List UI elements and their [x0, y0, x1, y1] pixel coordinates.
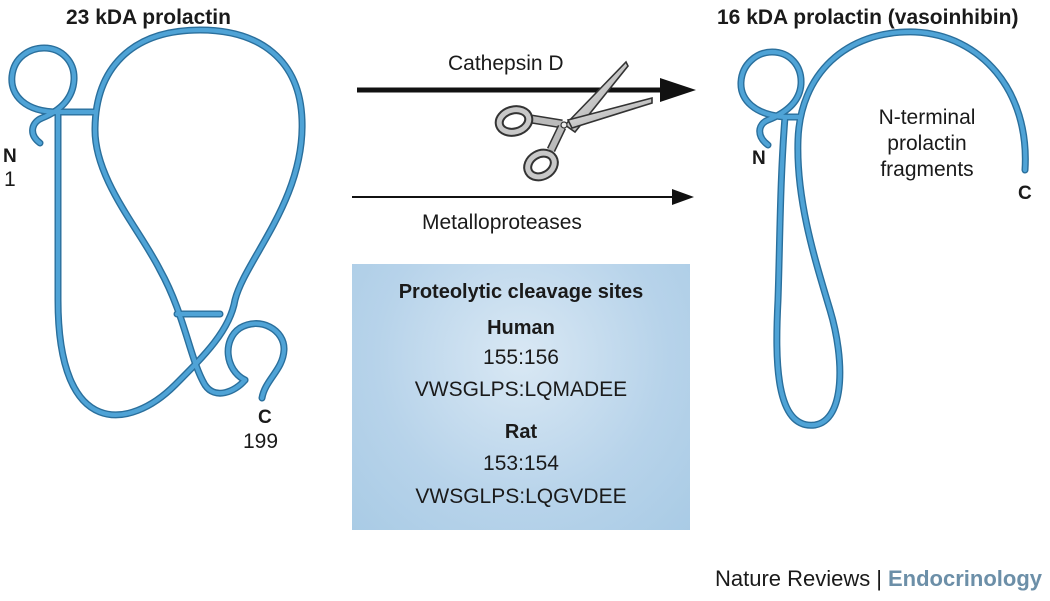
- scissors-icon: [494, 60, 653, 182]
- credit-separator: |: [876, 566, 882, 591]
- cathepsin-d-arrow: [357, 78, 696, 102]
- right-title: 16 kDA prolactin (vasoinhibin): [717, 6, 1019, 29]
- fragment-label-line-2: prolactin: [887, 132, 967, 155]
- cleavage-sites-box: Proteolytic cleavage sites Human 155:156…: [352, 264, 690, 530]
- fragment-label-line-1: N-terminal: [878, 106, 976, 129]
- prolactin-23kda-chain: [8, 26, 306, 419]
- human-cleavage-sites: 155:156: [483, 346, 559, 369]
- publisher-name: Nature Reviews: [715, 566, 871, 591]
- human-label: Human: [487, 317, 555, 339]
- journal-name: Endocrinology: [888, 566, 1042, 591]
- right-n-terminus-label: N: [752, 148, 766, 169]
- human-cleavage-sequence: VWSGLPS:LQMADEE: [414, 378, 628, 401]
- left-c-residue-number: 199: [243, 430, 279, 453]
- left-title: 23 kDA prolactin: [66, 6, 231, 29]
- cathepsin-d-label: Cathepsin D: [448, 52, 564, 75]
- left-n-residue-number: 1: [4, 168, 16, 191]
- prolactin-16kda-chain: [737, 28, 1029, 429]
- rat-label: Rat: [504, 421, 538, 443]
- metalloprotease-arrow: [352, 189, 694, 205]
- left-n-terminus-label: N: [3, 146, 17, 167]
- right-c-terminus-label: C: [1018, 183, 1032, 204]
- rat-cleavage-sequence: VWSGLPS:LQGVDEE: [415, 485, 627, 508]
- left-c-terminus-label: C: [258, 407, 272, 428]
- rat-cleavage-sites: 153:154: [483, 452, 559, 475]
- cleavage-box-heading: Proteolytic cleavage sites: [398, 281, 644, 303]
- journal-credit: Nature Reviews|Endocrinology: [715, 566, 1042, 592]
- fragment-label-line-3: fragments: [880, 158, 974, 181]
- metalloproteases-label: Metalloproteases: [422, 211, 582, 234]
